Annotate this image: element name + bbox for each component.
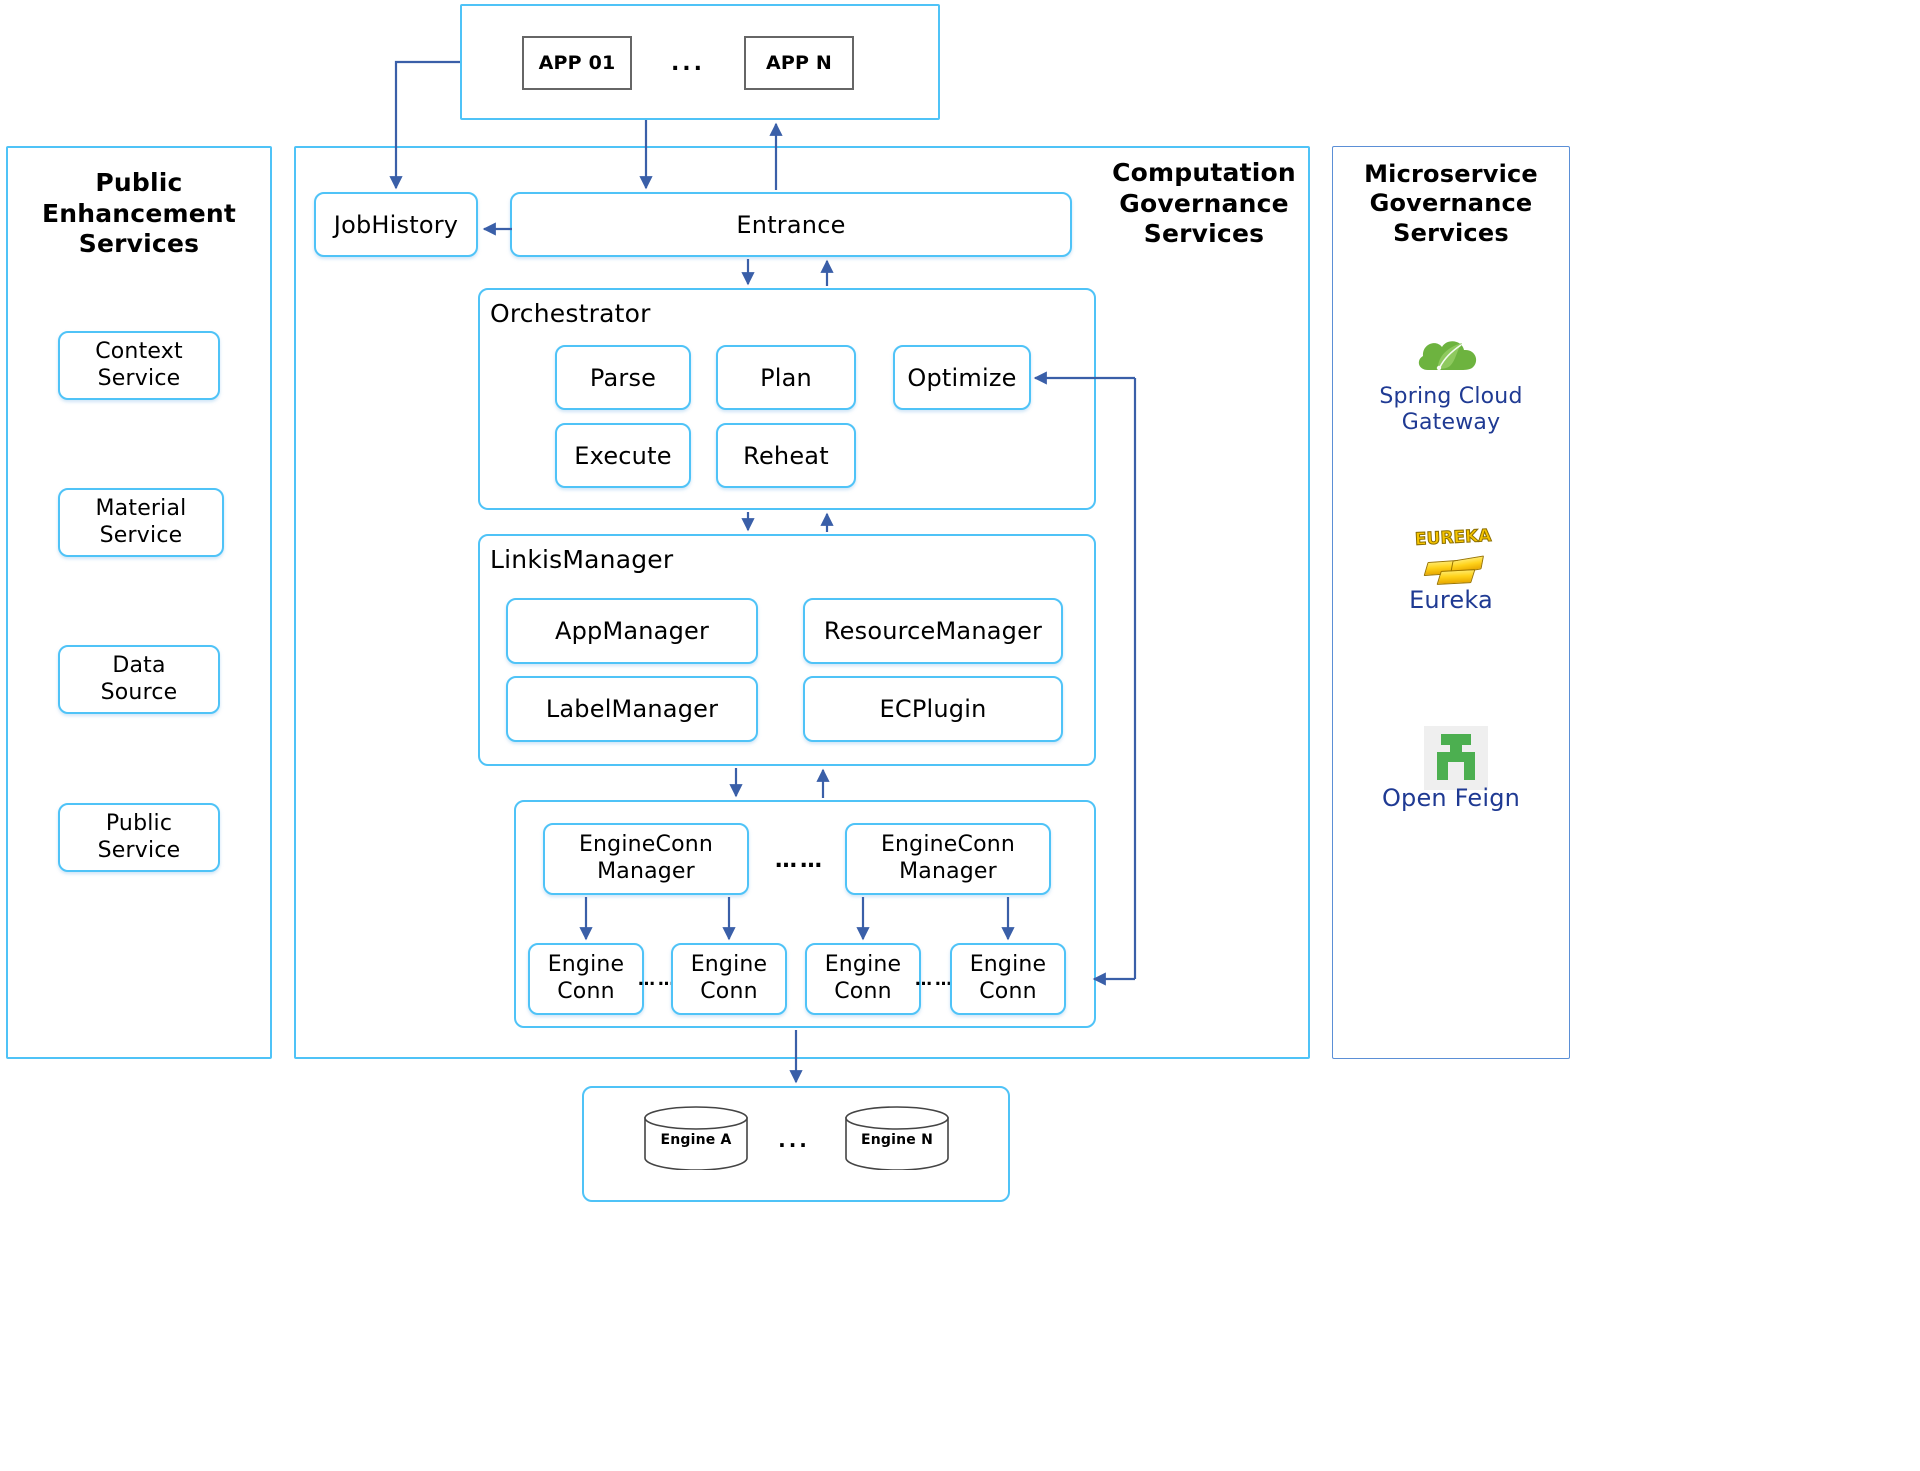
- job-history-box[interactable]: JobHistory: [314, 192, 478, 257]
- engine-a-cylinder[interactable]: Engine A: [643, 1106, 749, 1171]
- engine-conn-1-label: Engine Conn: [547, 952, 625, 1004]
- microservice-governance-panel: [1332, 146, 1570, 1059]
- service-public-service-label: Public Service: [97, 810, 181, 863]
- engine-conn-ellipsis-right: ……: [915, 970, 955, 990]
- app-ellipsis: ...: [670, 50, 706, 76]
- engine-conn-1[interactable]: Engine Conn: [528, 943, 644, 1015]
- engine-conn-manager-1-label: EngineConn Manager: [578, 832, 714, 884]
- linkis-manager-appmanager[interactable]: AppManager: [506, 598, 758, 664]
- service-material-service-label: Material Service: [95, 495, 187, 548]
- orchestrator-stage-plan[interactable]: Plan: [716, 345, 856, 410]
- open-feign-icon: [1424, 726, 1488, 790]
- microservice-governance-title: Microservice Governance Services: [1364, 160, 1538, 247]
- app-box-01[interactable]: APP 01: [522, 36, 632, 90]
- orchestrator-title: Orchestrator: [490, 299, 651, 328]
- eureka-icon: EUREKA: [1408, 525, 1494, 590]
- spring-cloud-icon: [1414, 330, 1486, 378]
- service-context-service[interactable]: Context Service: [58, 331, 220, 400]
- engine-conn-3[interactable]: Engine Conn: [805, 943, 921, 1015]
- engine-conn-manager-2[interactable]: EngineConn Manager: [845, 823, 1051, 895]
- eureka-wordmark: EUREKA: [1414, 525, 1492, 550]
- linkis-manager-resourcemanager[interactable]: ResourceManager: [803, 598, 1063, 664]
- service-material-service[interactable]: Material Service: [58, 488, 224, 557]
- engine-conn-manager-2-label: EngineConn Manager: [880, 832, 1016, 884]
- app-box-n[interactable]: APP N: [744, 36, 854, 90]
- linkis-manager-ecplugin[interactable]: ECPlugin: [803, 676, 1063, 742]
- microservice-item-label-open-feign: Open Feign: [1381, 784, 1521, 812]
- microservice-item-label-spring-cloud: Spring Cloud Gateway: [1379, 384, 1523, 436]
- engine-conn-2-label: Engine Conn: [690, 952, 768, 1004]
- public-enhancement-title: Public Enhancement Services: [41, 168, 237, 258]
- engine-conn-3-label: Engine Conn: [824, 952, 902, 1004]
- orchestrator-stage-reheat[interactable]: Reheat: [716, 423, 856, 488]
- linkis-manager-labelmanager[interactable]: LabelManager: [506, 676, 758, 742]
- public-enhancement-panel: [6, 146, 272, 1059]
- engine-conn-manager-ellipsis: ……: [775, 847, 825, 873]
- computation-governance-title: Computation Governance Services: [1112, 158, 1296, 248]
- engine-n-cylinder[interactable]: Engine N: [844, 1106, 950, 1171]
- orchestrator-stage-optimize[interactable]: Optimize: [893, 345, 1031, 410]
- engine-n-label: Engine N: [860, 1132, 933, 1148]
- engine-conn-4-label: Engine Conn: [969, 952, 1047, 1004]
- service-data-source-label: Data Source: [100, 652, 178, 705]
- engines-ellipsis: ...: [778, 1128, 810, 1152]
- engine-a-label: Engine A: [660, 1132, 732, 1148]
- service-data-source[interactable]: Data Source: [58, 645, 220, 714]
- entrance-box[interactable]: Entrance: [510, 192, 1072, 257]
- service-context-service-label: Context Service: [95, 338, 183, 391]
- engine-conn-4[interactable]: Engine Conn: [950, 943, 1066, 1015]
- service-public-service[interactable]: Public Service: [58, 803, 220, 872]
- engine-conn-manager-1[interactable]: EngineConn Manager: [543, 823, 749, 895]
- engine-conn-ellipsis-left: ……: [638, 970, 678, 990]
- engine-conn-2[interactable]: Engine Conn: [671, 943, 787, 1015]
- orchestrator-stage-parse[interactable]: Parse: [555, 345, 691, 410]
- linkis-manager-title: LinkisManager: [490, 545, 674, 574]
- microservice-item-label-eureka: Eureka: [1409, 586, 1493, 614]
- orchestrator-stage-execute[interactable]: Execute: [555, 423, 691, 488]
